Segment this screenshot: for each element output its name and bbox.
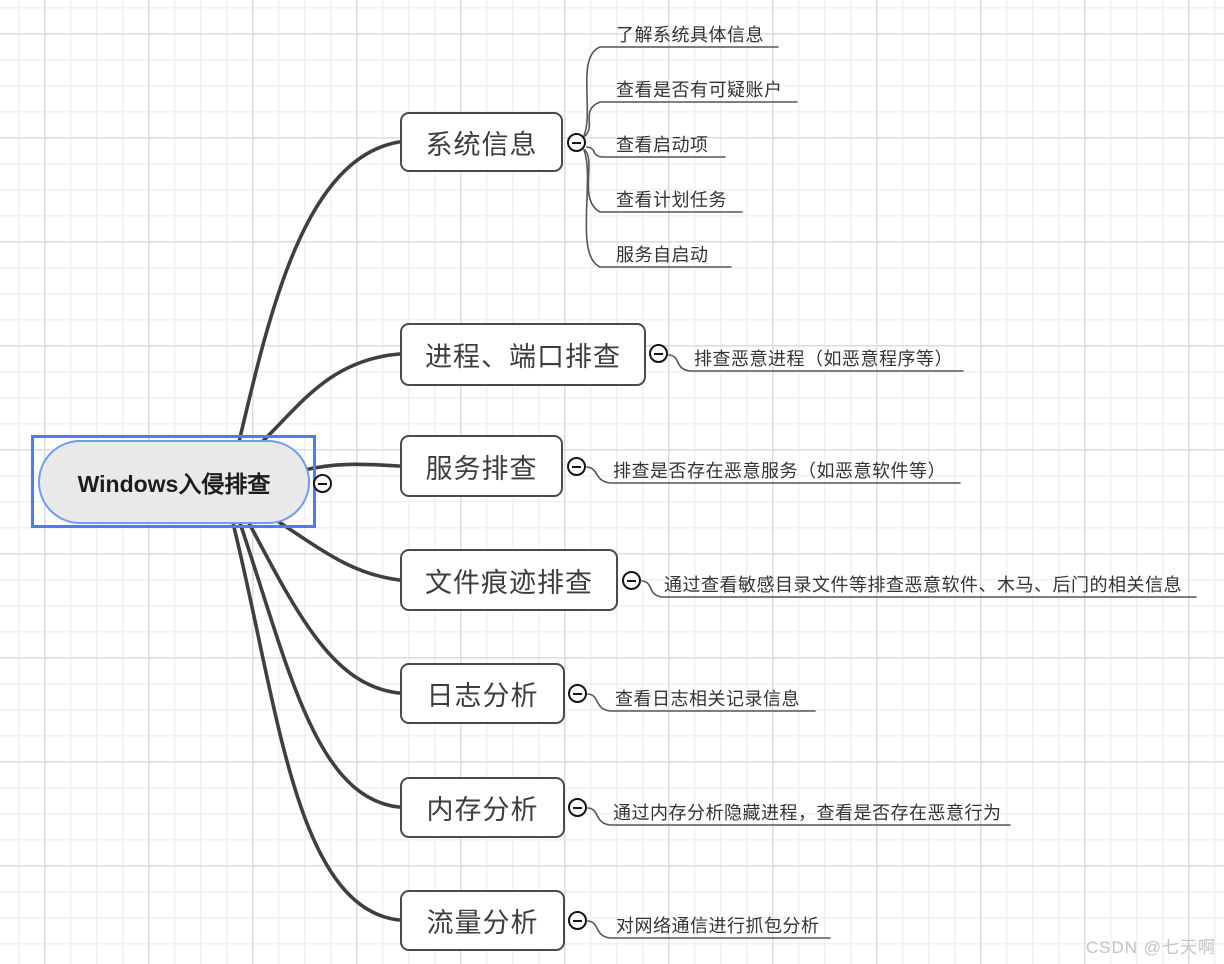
connector-process-port-child: [668, 354, 964, 372]
branch-node-process-port[interactable]: 进程、端口排查: [400, 323, 646, 386]
branch-node-service[interactable]: 服务排查: [400, 435, 563, 497]
connector-root-to-process-port: [260, 352, 401, 444]
connector-service-child: [586, 466, 961, 484]
connector-root-to-service: [298, 462, 401, 473]
topic-system-info-3[interactable]: 查看启动项: [616, 135, 709, 155]
branch-label-log: 日志分析: [426, 681, 539, 711]
branch-label-traffic: 流量分析: [426, 908, 539, 938]
connector-root-to-traffic: [231, 521, 401, 922]
minus-circle-icon-root[interactable]: [313, 474, 332, 493]
branch-label-system-info: 系统信息: [425, 129, 538, 160]
branch-label-process-port: 进程、端口排查: [425, 342, 621, 372]
branch-node-traffic[interactable]: 流量分析: [400, 890, 565, 951]
branch-node-log[interactable]: 日志分析: [400, 663, 565, 724]
root-node[interactable]: Windows入侵排查: [38, 440, 310, 524]
minus-circle-icon-service[interactable]: [567, 457, 586, 476]
topic-system-info-4[interactable]: 查看计划任务: [616, 190, 727, 210]
connector-file-trace-child: [641, 580, 1197, 598]
root-node-label: Windows入侵排查: [77, 471, 271, 497]
branch-label-memory: 内存分析: [426, 795, 539, 825]
branch-label-file-trace: 文件痕迹排查: [425, 567, 593, 598]
branch-node-memory[interactable]: 内存分析: [400, 777, 565, 838]
topic-service-1[interactable]: 排查是否存在恶意服务（如恶意软件等）: [613, 461, 946, 481]
connector-system-info-child-2: [584, 101, 798, 137]
topic-process-port-1[interactable]: 排查恶意进程（如恶意程序等）: [694, 349, 953, 369]
topic-file-trace-1[interactable]: 通过查看敏感目录文件等排查恶意软件、木马、后门的相关信息: [664, 575, 1182, 595]
connector-system-info-child-4: [584, 149, 743, 213]
topic-memory-1[interactable]: 通过内存分析隐藏进程，查看是否存在恶意行为: [613, 803, 1002, 823]
minus-circle-icon-memory[interactable]: [568, 798, 587, 817]
minus-circle-icon-log[interactable]: [568, 684, 587, 703]
connector-root-to-log: [247, 521, 401, 695]
connector-memory-child: [587, 807, 1011, 826]
branch-label-service: 服务排查: [425, 453, 538, 484]
minus-circle-icon-system-info[interactable]: [567, 133, 586, 152]
connector-traffic-child: [587, 920, 831, 939]
connector-root-to-system-info: [237, 140, 401, 444]
topic-system-info-5[interactable]: 服务自启动: [616, 245, 709, 265]
topic-system-info-2[interactable]: 查看是否有可疑账户: [616, 80, 783, 100]
topic-log-1[interactable]: 查看日志相关记录信息: [615, 689, 800, 709]
branch-node-system-info[interactable]: 系统信息: [400, 112, 563, 172]
branch-node-file-trace[interactable]: 文件痕迹排查: [400, 549, 618, 611]
minus-circle-icon-traffic[interactable]: [568, 911, 587, 930]
topic-system-info-1[interactable]: 了解系统具体信息: [616, 25, 764, 45]
watermark: CSDN @七天啊: [1085, 938, 1216, 957]
connector-log-child: [587, 693, 816, 712]
minus-circle-icon-file-trace[interactable]: [622, 571, 641, 590]
minus-circle-icon-process-port[interactable]: [649, 344, 668, 363]
connector-system-info-child-5: [583, 149, 732, 268]
topic-traffic-1[interactable]: 对网络通信进行抓包分析: [616, 916, 820, 936]
connector-system-info-child-1: [583, 46, 779, 137]
connector-system-info-child-3: [586, 146, 726, 158]
connector-root-to-memory: [238, 521, 401, 809]
connector-root-to-file-trace: [277, 520, 401, 582]
